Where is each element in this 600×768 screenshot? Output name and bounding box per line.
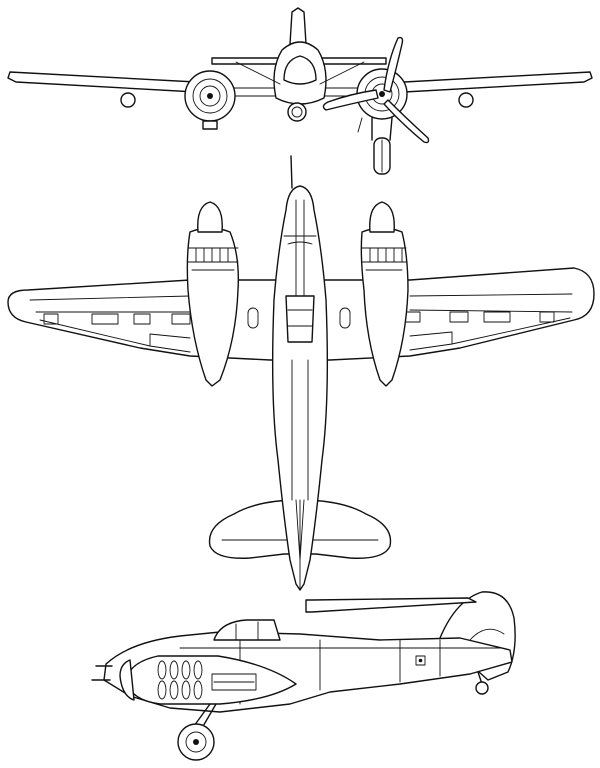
front-canopy [283, 55, 317, 85]
plan-left-nacelle [186, 227, 240, 387]
front-fin [289, 7, 307, 45]
side-exhaust-stubs [157, 660, 203, 700]
side-canopy [213, 619, 281, 641]
plan-cockpit [285, 295, 315, 343]
side-view [91, 591, 516, 761]
front-right-wing [403, 71, 593, 93]
side-nacelle [125, 655, 297, 705]
side-stabilizer [305, 597, 477, 613]
side-insignia [415, 655, 426, 666]
front-right-propeller [322, 36, 430, 144]
plan-view [7, 155, 595, 591]
plan-right-nacelle [360, 227, 409, 387]
side-tailwheel [475, 671, 489, 695]
front-left-wing [7, 71, 197, 93]
front-view [7, 7, 593, 175]
front-left-tip-pod [120, 92, 136, 108]
front-main-gear [357, 117, 393, 175]
front-right-tip-pod [458, 92, 474, 108]
front-chin-intake [287, 102, 307, 122]
side-main-gear [177, 703, 217, 761]
